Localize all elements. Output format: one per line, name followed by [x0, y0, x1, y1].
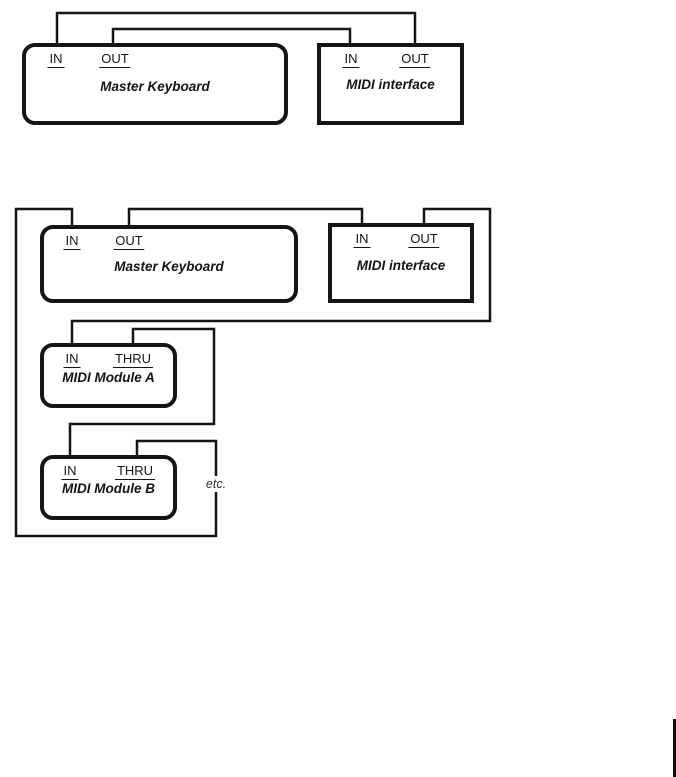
fig1-keyboard-port-out-label: OUT [99, 51, 131, 68]
fig2-midi-interface-name: MIDI interface [356, 258, 446, 273]
fig2-interface-port-out-label: OUT [408, 231, 440, 248]
wire-fig1-keyboard-out-to-interface-in [111, 27, 352, 44]
wire-fig2-keyboard-out-to-interface-in [127, 207, 364, 226]
fig2-keyboard-port-out-label: OUT [113, 233, 145, 250]
fig2-keyboard-port-in-label: IN [63, 233, 81, 250]
fig2-module-b-port-in-label: IN [61, 463, 79, 480]
wire-fig2-module-a-thru-to-module-b-in [68, 327, 216, 457]
fig2-midi-module-b-box: IN THRU MIDI Module B [40, 455, 177, 520]
fig1-master-keyboard-name: Master Keyboard [100, 79, 210, 94]
fig2-module-a-port-thru-label: THRU [112, 351, 154, 368]
page-edge-scan-artifact [673, 719, 676, 777]
fig2-midi-module-a-box: IN THRU MIDI Module A [40, 343, 177, 408]
wire-fig2-interface-out-to-module-a-in [70, 207, 492, 345]
fig1-interface-port-in-label: IN [342, 51, 360, 68]
fig2-midi-module-b-name: MIDI Module B [62, 481, 155, 496]
fig2-etc-continuation-label: etc. [202, 476, 230, 492]
fig1-midi-interface-box: IN OUT MIDI interface [317, 43, 464, 125]
wire-fig2-module-b-thru-loop-to-keyboard-in [14, 207, 218, 538]
fig2-master-keyboard-box: IN OUT Master Keyboard [40, 225, 298, 303]
fig1-keyboard-port-in-label: IN [47, 51, 65, 68]
fig2-module-a-port-in-label: IN [63, 351, 81, 368]
fig2-midi-module-a-name: MIDI Module A [62, 370, 155, 385]
fig1-interface-port-out-label: OUT [399, 51, 431, 68]
fig2-interface-port-in-label: IN [353, 231, 371, 248]
wire-fig1-keyboard-in-to-interface-out [55, 11, 417, 44]
fig1-midi-interface-name: MIDI interface [346, 77, 435, 92]
fig2-midi-interface-box: IN OUT MIDI interface [328, 223, 474, 303]
fig2-module-b-port-thru-label: THRU [114, 463, 156, 480]
fig2-master-keyboard-name: Master Keyboard [114, 259, 224, 274]
fig1-master-keyboard-box: IN OUT Master Keyboard [22, 43, 288, 125]
